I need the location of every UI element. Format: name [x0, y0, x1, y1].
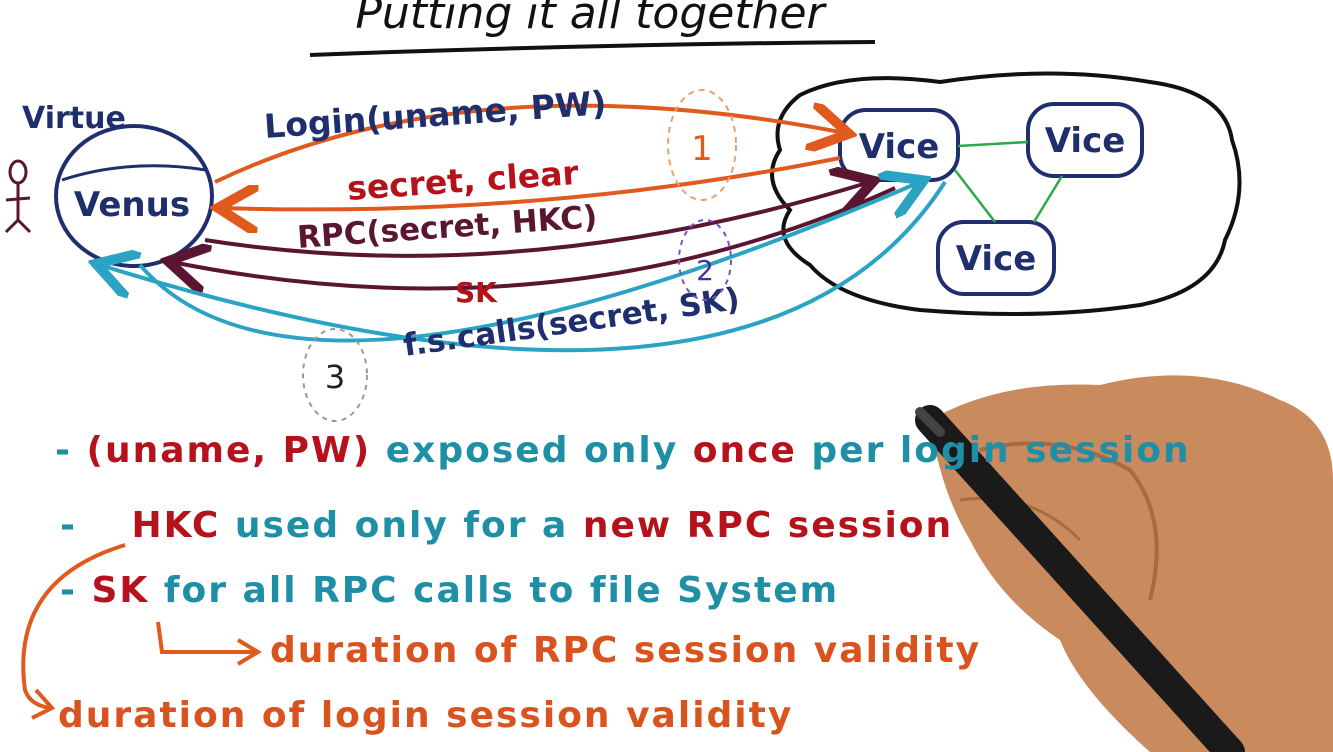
- note-line-4: duration of RPC session validity: [270, 630, 982, 671]
- sk-label: SK: [455, 276, 498, 309]
- vice-label-3: Vice: [956, 239, 1037, 279]
- svg-text:3: 3: [325, 358, 345, 396]
- step-marker-1: 1: [667, 89, 737, 201]
- login-arrow: [214, 106, 845, 184]
- page-title: Putting it all together: [355, 0, 827, 39]
- title-underline: [309, 40, 876, 57]
- step-marker-3: 3: [302, 328, 368, 422]
- note-line-5: duration of login session validity: [58, 695, 794, 736]
- venus-label: Venus: [74, 185, 190, 225]
- user-stick-figure-icon: [4, 159, 32, 234]
- rpc-arrow: [204, 182, 870, 258]
- arrow-hook-login-head: [31, 688, 56, 720]
- venus-divider: [61, 164, 207, 182]
- note-line-2: - HKC used only for a new RPC session: [60, 505, 954, 546]
- vice-label-1: Vice: [859, 127, 940, 167]
- sk-arrow: [172, 186, 896, 288]
- fs-calls-arrow: [138, 182, 920, 343]
- vice-label-2: Vice: [1045, 121, 1126, 161]
- fs-return-arrow: [100, 180, 947, 353]
- svg-text:1: 1: [691, 129, 713, 169]
- vice-node-3: [936, 220, 1056, 296]
- vice-links: [954, 140, 1064, 223]
- presenter-hand-image: [915, 375, 1333, 752]
- step-marker-2: 2: [678, 219, 732, 301]
- login-label: Login(uname, PW): [263, 83, 608, 146]
- note-line-3: - SK for all RPC calls to file System: [60, 570, 840, 611]
- server-cloud: [770, 71, 1242, 316]
- arrow-hook-rpc-head: [236, 638, 262, 666]
- arrow-hook-rpc-duration: [156, 621, 255, 654]
- note-line-1: - (uname, PW) exposed only once per logi…: [55, 430, 1191, 471]
- secret-clear-arrow: [222, 156, 841, 209]
- arrow-hook-login-duration: [21, 543, 126, 710]
- svg-text:2: 2: [696, 254, 714, 287]
- vice-node-2: [1026, 102, 1144, 178]
